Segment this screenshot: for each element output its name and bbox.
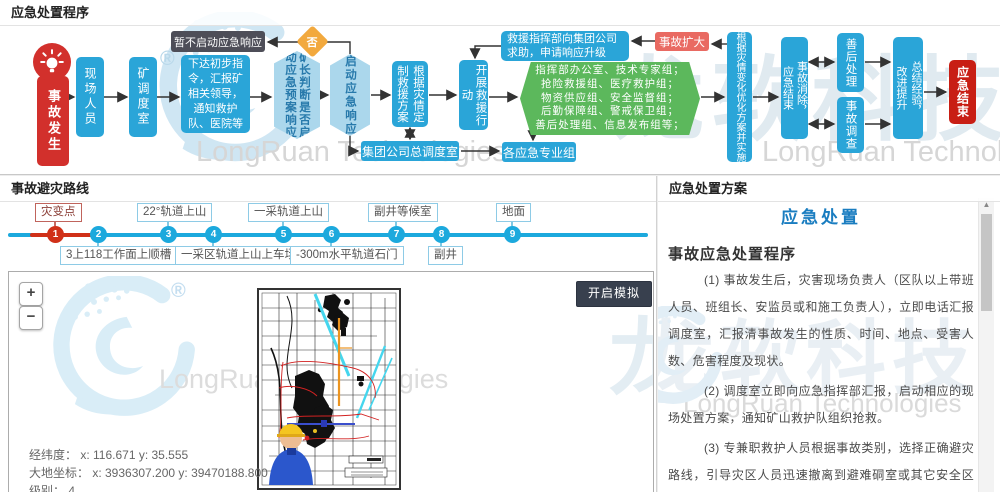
flow-node-start: 事故发生: [37, 76, 69, 166]
flow-node-end: 应急结束: [949, 60, 976, 124]
stop-label-yicai-rail: 一采轨道上山: [248, 203, 329, 222]
flow-node-field-staff: 现场人员: [76, 57, 104, 137]
mine-map-container[interactable]: ® LongRuan Technologies 龙软科技 + − 开启模拟: [8, 271, 654, 492]
scrollbar-up-arrow-icon[interactable]: ▲: [982, 200, 991, 209]
plan-paragraph-2: (2) 调度室立即向应急指挥部汇报，启动相应的现场处置方案，通知矿山救护队组织抢…: [668, 384, 974, 425]
plan-panel: 龙软科技 LongRuan Technologies 应急处置方案 应急处置 事…: [658, 176, 1000, 492]
stop-label-workface: 3上118工作面上顺槽: [60, 246, 178, 265]
group-line: 善后处理组、信息发布组等；: [535, 119, 685, 132]
map-coordinates: 经纬度： x: 116.671 y: 35.555 大地坐标： x: 39363…: [29, 446, 268, 492]
procedure-panel-title: 应急处置程序: [0, 0, 1000, 26]
flow-node-activate: 启动应急响应: [330, 54, 370, 136]
flow-node-make-plan: 根据灾情定 制救援方案: [392, 61, 428, 127]
map-zoom-out-button[interactable]: −: [19, 306, 43, 330]
flow-node-optimize: 根据灾情变化优化方案并实施: [727, 32, 752, 162]
group-line: 抢险救援组、医疗救护组；: [541, 77, 679, 90]
miner-figure: [269, 424, 313, 485]
stop-stem: [395, 219, 397, 226]
stop-label-parking: 一采区轨道上山上车场: [175, 246, 302, 265]
route-stop-1: 1: [47, 226, 64, 243]
route-line-danger-segment: [30, 233, 98, 237]
group-line: 指挥部办公室、技术专家组；: [535, 64, 685, 76]
stop-label-waiting-room: 副井等候室: [368, 203, 438, 222]
flow-node-initial-order: 下达初步指令，汇报矿相关领导，通知救护队、医院等: [181, 55, 250, 133]
stop-stem: [167, 219, 169, 226]
route-stop-4: 4: [205, 226, 222, 243]
registered-mark: ®: [171, 280, 186, 302]
start-simulation-button[interactable]: 开启模拟: [576, 281, 652, 307]
stop-stem: [282, 219, 284, 226]
map-zoom-in-button[interactable]: +: [19, 282, 43, 306]
plan-paragraph-1: (1) 事故发生后，灾害现场负责人（区队以上带班人员、班组长、安监员或和施工负责…: [668, 273, 974, 368]
route-stop-6: 6: [323, 226, 340, 243]
brand-watermark-cn: 龙软科技: [609, 290, 653, 413]
scrollbar-thumb[interactable]: [981, 214, 992, 311]
route-stop-5: 5: [275, 226, 292, 243]
dragon-watermark: [39, 276, 209, 426]
mine-plan-image: [257, 288, 401, 490]
flow-node-accident-expand: 事故扩大: [655, 32, 709, 51]
route-stop-8: 8: [433, 226, 450, 243]
procedure-panel: ® 龙软科技 LongRuan Technologies LongRuan Te…: [0, 0, 1000, 175]
geodetic-readout: 大地坐标： x: 3936307.200 y: 39470188.800: [29, 466, 268, 480]
plan-scrollbar[interactable]: ▲: [978, 198, 994, 492]
route-panel-title: 事故避灾路线: [0, 176, 656, 202]
flow-node-aftermath: 善后处理: [837, 33, 864, 92]
route-stop-2: 2: [90, 226, 107, 243]
route-stop-3: 3: [160, 226, 177, 243]
accident-bulb-badge: [33, 43, 71, 81]
route-stop-7: 7: [388, 226, 405, 243]
lightbulb-icon: [40, 49, 64, 73]
stop-label-surface: 地面: [496, 203, 531, 222]
flow-node-investigate: 事故调查: [837, 97, 864, 153]
flow-node-pro-groups: 各应急专业组: [502, 142, 576, 162]
stop-label-disaster-point: 灾变点: [35, 203, 82, 222]
plan-section1-heading: 事故应急处置程序: [668, 246, 797, 263]
group-line: 物资供应组、安全监督组；: [541, 91, 679, 104]
flow-node-eliminated: 事故消除， 应急结束: [781, 37, 808, 139]
stop-label-stone-gate: -300m水平轨道石门: [290, 246, 404, 265]
zoom-level-readout: 级别： 4: [29, 484, 76, 492]
plan-doc-title: 应急处置: [781, 208, 861, 227]
no-branch-label: 否: [307, 36, 318, 49]
flow-node-rescue: 开展救援行动: [459, 60, 488, 130]
plan-document[interactable]: 应急处置 事故应急处置程序 (1) 事故发生后，灾害现场负责人（区队以上带班人员…: [668, 201, 974, 492]
flow-node-hq-dispatch: 集团公司总调度室: [361, 141, 459, 161]
route-stop-9: 9: [504, 226, 521, 243]
flow-node-response-groups: 指挥部办公室、技术专家组； 抢险救援组、医疗救护组； 物资供应组、安全监督组； …: [520, 62, 700, 135]
plan-paragraph-3: (3) 专兼职救护人员根据事故类别，选择正确避灾路线，引导灾区人员迅速撤离到避难…: [668, 441, 974, 482]
flow-node-decision: 矿长判断是否启 动应急预案响应: [274, 51, 320, 139]
flow-node-request-upgrade: 救援指挥部向集团公司求助，申请响应升级: [501, 31, 629, 61]
latlng-readout: 经纬度： x: 116.671 y: 35.555: [29, 448, 189, 462]
plan-panel-title: 应急处置方案: [658, 176, 1000, 202]
flow-node-summary: 总结经验， 改进提升: [893, 37, 923, 139]
flow-node-no-activate: 暂不启动应急响应: [171, 31, 265, 52]
group-line: 后勤保障组、警戒保卫组；: [541, 105, 679, 118]
stop-label-rail-22: 22°轨道上山: [137, 203, 213, 222]
stop-stem: [54, 219, 56, 226]
route-panel: 事故避灾路线 1 2 3 4 5 6 7 8 9 灾变点 22°轨道上山 一采轨…: [0, 176, 657, 492]
stop-stem: [511, 219, 513, 226]
flow-node-mine-dispatch: 矿调度室: [129, 57, 157, 137]
stop-label-aux-shaft: 副井: [428, 246, 463, 265]
